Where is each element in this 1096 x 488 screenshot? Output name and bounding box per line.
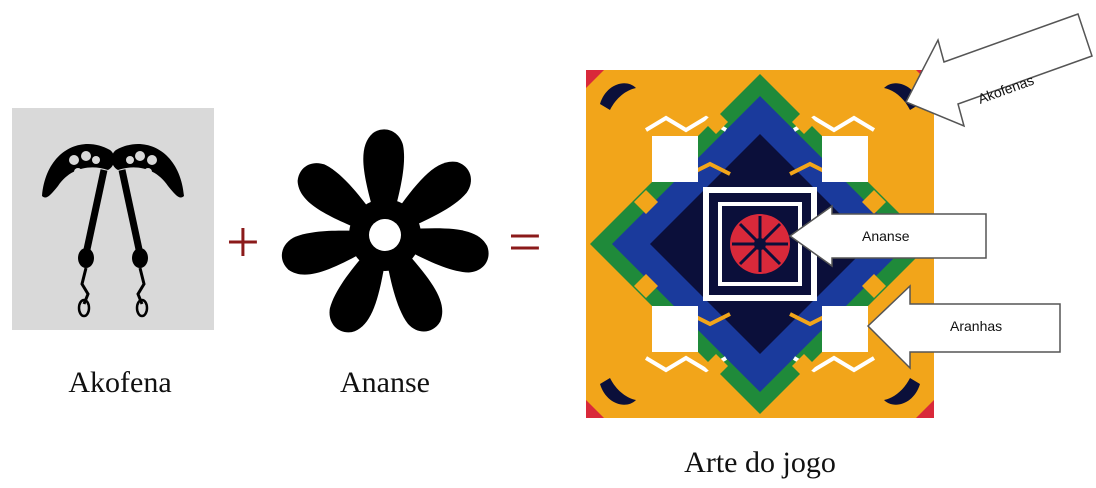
callout-aranhas-arrow: Aranhas [868, 286, 1060, 368]
caption-ananse: Ananse [305, 366, 465, 400]
callout-aranhas-label: Aranhas [950, 318, 1002, 334]
caption-result: Arte do jogo [660, 446, 860, 480]
callout-ananse-label: Ananse [862, 228, 910, 244]
caption-akofena: Akofena [40, 366, 200, 400]
callout-ananse-arrow: Ananse [790, 206, 986, 266]
callout-akofenas-arrow: Akofenas [906, 14, 1092, 126]
